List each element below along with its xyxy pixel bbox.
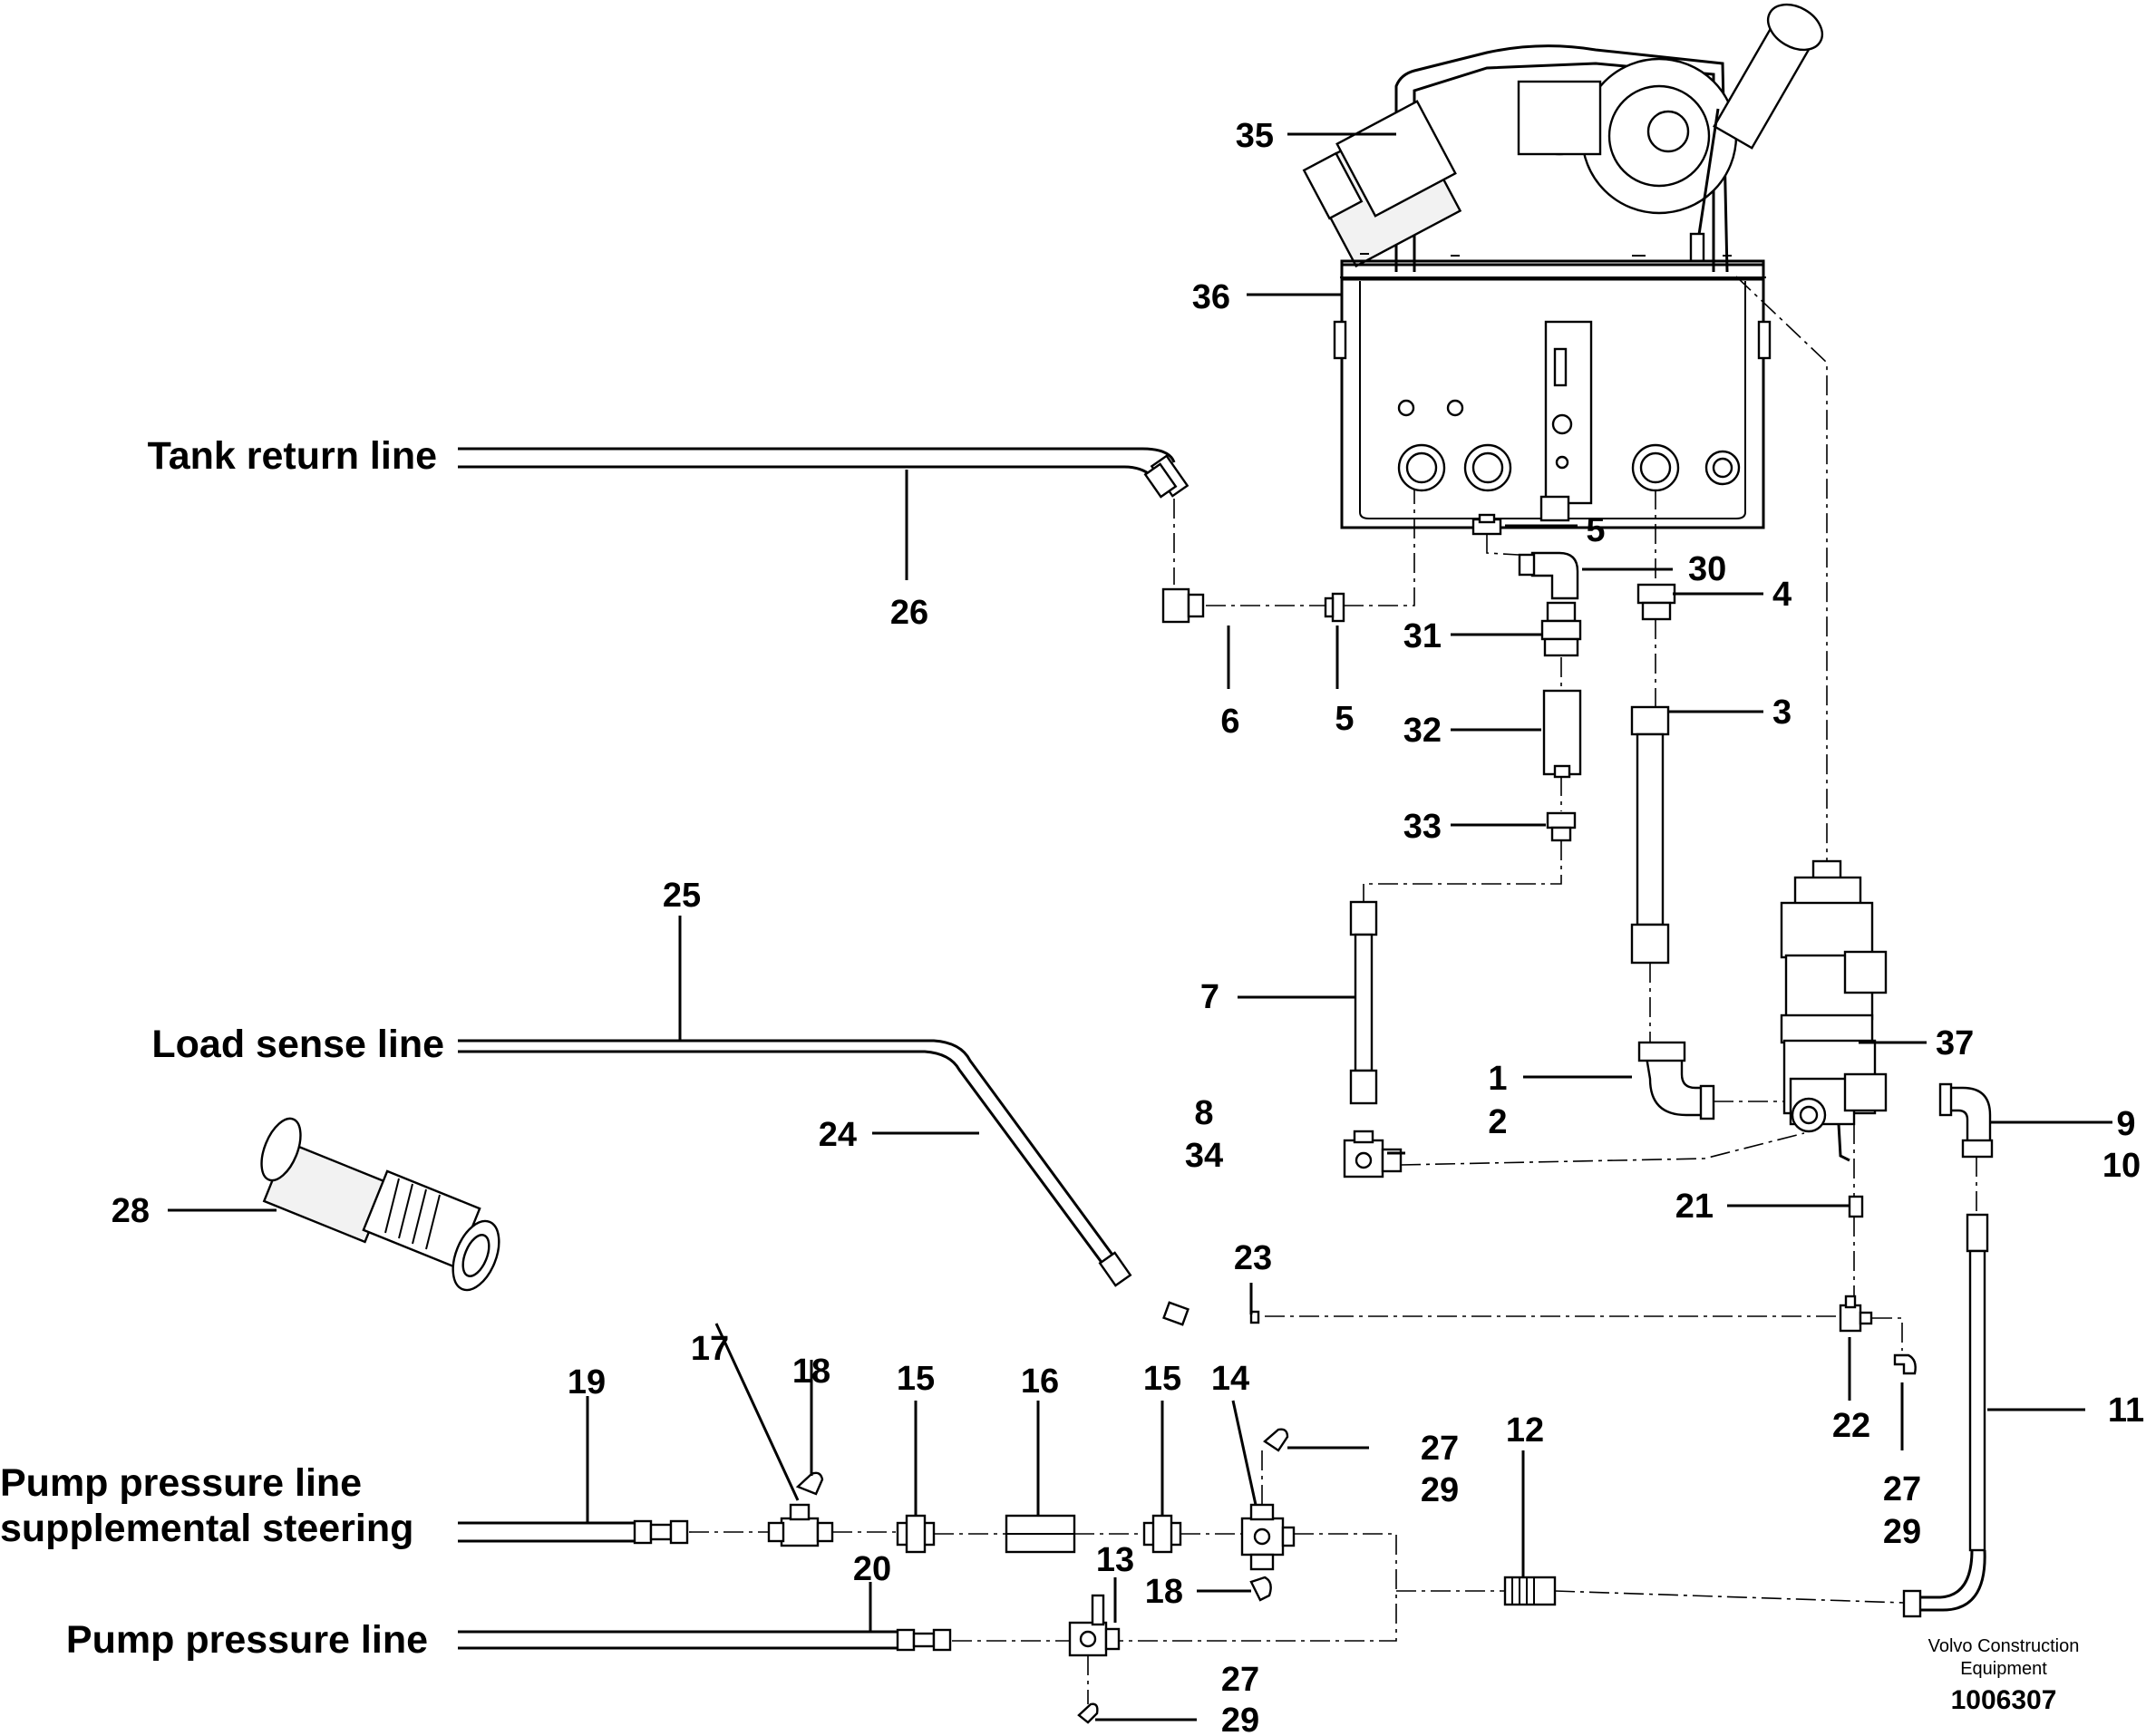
- callout-15-left: 15: [897, 1360, 935, 1398]
- callout-31: 31: [1403, 617, 1442, 655]
- elbow-27-29-top: [1263, 1428, 1289, 1452]
- credit-company-line2: Equipment: [1960, 1659, 2047, 1679]
- elbow-flange-9-10: [1938, 1082, 1994, 1159]
- elbow-fitting-6: [1161, 587, 1205, 624]
- tee-17: [767, 1503, 834, 1547]
- union-12: [1503, 1576, 1557, 1606]
- seal-ring-5: [1324, 592, 1345, 623]
- elbow-27-29-bottom: [1077, 1702, 1099, 1724]
- callout-36: 36: [1192, 278, 1230, 316]
- coupling-16: [1005, 1514, 1076, 1554]
- load-sense-tube-24-25: [458, 1039, 1260, 1326]
- callout-14: 14: [1211, 1360, 1249, 1398]
- nipple-33: [1546, 811, 1577, 842]
- coupling-28: [260, 1117, 500, 1292]
- callout-24: 24: [819, 1116, 857, 1154]
- callout-22: 22: [1832, 1407, 1870, 1445]
- hose-11: [1902, 1213, 1989, 1618]
- seal-ring-5-upper: [1471, 513, 1502, 536]
- credit-company-line1: Volvo Construction: [1928, 1636, 2080, 1656]
- tee-13: [1068, 1594, 1121, 1657]
- callout-29-bottom: 29: [1221, 1702, 1259, 1736]
- callout-33: 33: [1403, 808, 1442, 846]
- callout-25: 25: [663, 877, 701, 915]
- pump-pressure-supplemental-label-line1: Pump pressure line: [0, 1461, 362, 1505]
- callout-12: 12: [1506, 1411, 1544, 1450]
- callout-20: 20: [853, 1550, 891, 1588]
- supplemental-steering-tube-19: [458, 1519, 689, 1545]
- callout-28: 28: [112, 1192, 150, 1230]
- callout-9: 9: [2116, 1105, 2135, 1143]
- nipple-21: [1848, 1195, 1864, 1218]
- hose-7: [1349, 900, 1378, 1105]
- tee-22: [1839, 1295, 1873, 1333]
- callout-16: 16: [1021, 1363, 1059, 1401]
- union-15-left: [896, 1514, 936, 1554]
- callout-27-bottom: 27: [1221, 1661, 1259, 1699]
- callout-7: 7: [1200, 978, 1219, 1016]
- callout-5-lower: 5: [1335, 700, 1354, 738]
- drawing-number: 1006307: [1951, 1685, 2057, 1715]
- union-15-right: [1142, 1514, 1182, 1554]
- callout-18-upper: 18: [792, 1353, 830, 1391]
- callout-1: 1: [1488, 1060, 1507, 1098]
- valve-32: [1542, 689, 1582, 779]
- tank-return-tube-26: [458, 447, 1190, 499]
- callout-27-right: 27: [1883, 1470, 1921, 1508]
- callout-29-right: 29: [1883, 1513, 1921, 1551]
- callout-29-upper: 29: [1421, 1471, 1459, 1509]
- callout-32: 32: [1403, 712, 1442, 750]
- callout-4: 4: [1772, 576, 1792, 614]
- callout-10: 10: [2102, 1147, 2141, 1185]
- pump-motor-assembly-35: [1302, 3, 1824, 273]
- tank-return-line-label: Tank return line: [148, 434, 437, 478]
- hydraulic-tank-36: [1333, 253, 1772, 529]
- callout-35: 35: [1236, 117, 1274, 155]
- pump-pressure-supplemental-label-line2: supplemental steering: [0, 1507, 413, 1550]
- tee-14: [1240, 1503, 1296, 1571]
- callout-17: 17: [691, 1330, 729, 1368]
- callout-5-upper: 5: [1586, 511, 1605, 549]
- callout-27-upper: 27: [1421, 1430, 1459, 1468]
- callout-3: 3: [1772, 693, 1792, 732]
- callout-37: 37: [1936, 1024, 1974, 1062]
- callout-11: 11: [2108, 1392, 2144, 1430]
- callout-26: 26: [890, 594, 928, 632]
- callout-6: 6: [1220, 703, 1239, 741]
- callout-15-right: 15: [1143, 1360, 1181, 1398]
- elbow-18-upper: [795, 1471, 824, 1496]
- callout-13: 13: [1096, 1541, 1134, 1579]
- hose-3: [1630, 705, 1670, 965]
- pump-pressure-line-label: Pump pressure line: [66, 1618, 428, 1662]
- elbow-fitting-30: [1518, 551, 1579, 600]
- elbow-flange-1-2: [1637, 1041, 1715, 1120]
- callout-21: 21: [1675, 1188, 1714, 1226]
- leader-lines: [168, 132, 2112, 1721]
- adapter-4: [1636, 583, 1676, 621]
- pump-37: [1780, 859, 1888, 1162]
- callout-34: 34: [1185, 1137, 1223, 1175]
- pump-pressure-tube-20: [458, 1628, 952, 1652]
- elbow-18-lower: [1249, 1576, 1272, 1602]
- callout-18-lower: 18: [1145, 1573, 1183, 1611]
- callout-8: 8: [1194, 1094, 1213, 1132]
- callout-30: 30: [1688, 550, 1726, 588]
- load-sense-line-label: Load sense line: [151, 1023, 444, 1066]
- adapter-31: [1540, 601, 1582, 657]
- fitting-8-34: [1343, 1130, 1403, 1178]
- elbow-27-29-right: [1893, 1353, 1917, 1375]
- callout-19: 19: [568, 1363, 606, 1401]
- connection-lines: [689, 276, 1977, 1704]
- callout-23: 23: [1234, 1239, 1272, 1277]
- callout-2: 2: [1488, 1103, 1507, 1141]
